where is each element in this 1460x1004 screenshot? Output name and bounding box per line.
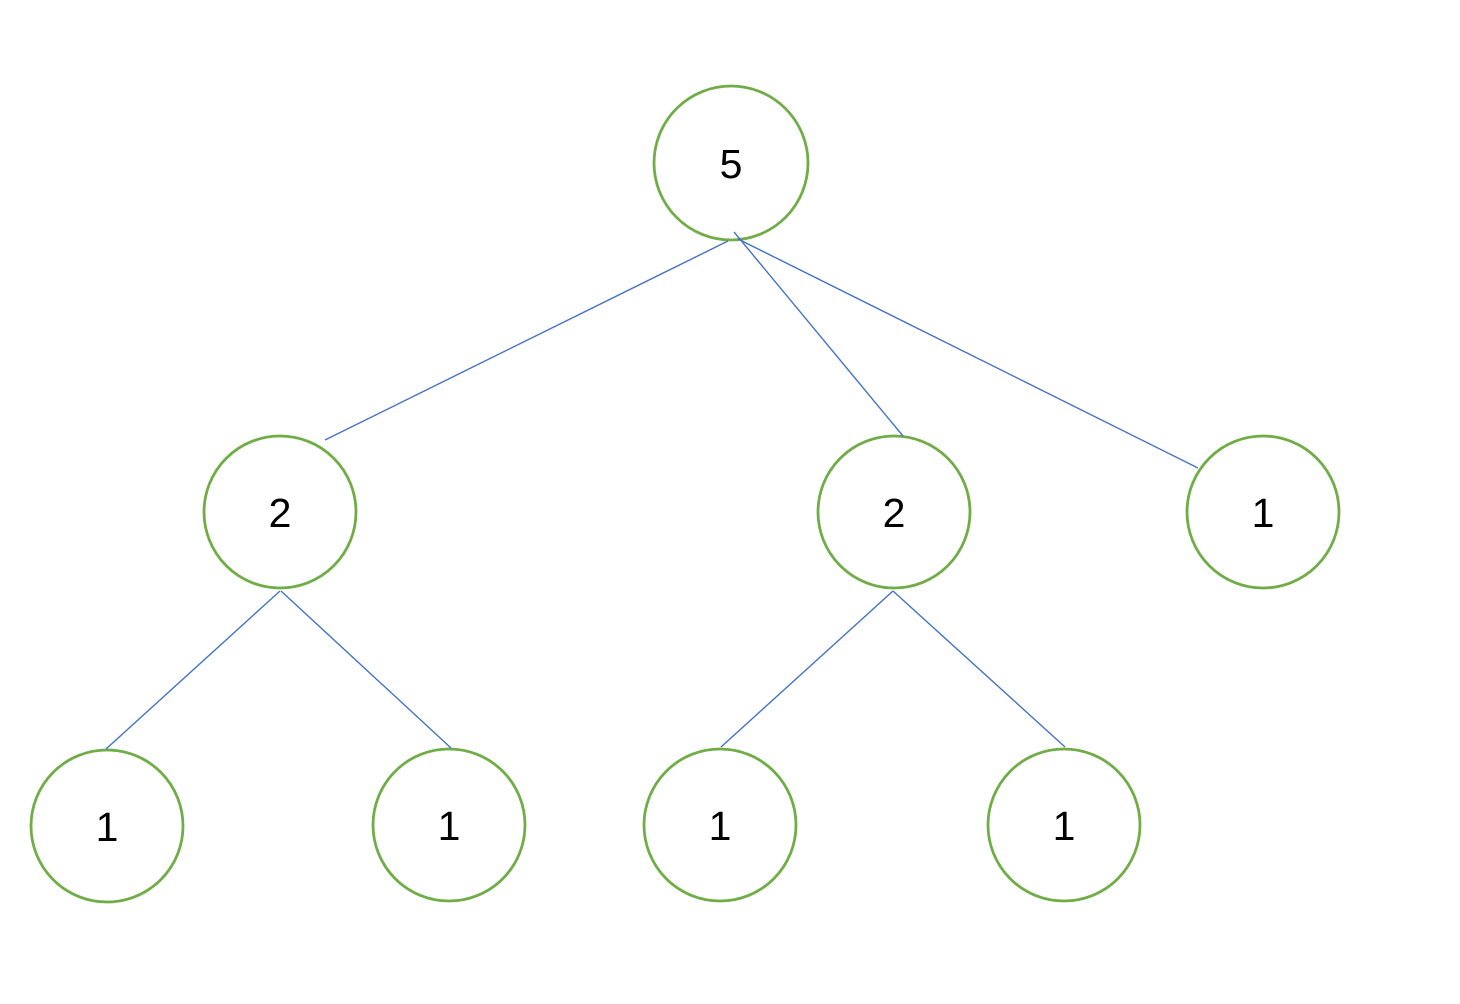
tree-node-label-leaf-1: 1: [96, 804, 119, 850]
tree-edge-root-to-child-2-right: [733, 231, 904, 437]
tree-node-label-child-2-right: 2: [883, 490, 906, 536]
tree-edge-root-to-child-2-left: [324, 240, 729, 441]
tree-node-circle-leaf-4: [986, 747, 1142, 903]
tree-edge-child-2-right-to-leaf-3: [720, 590, 894, 748]
tree-edge-root-to-child-1: [737, 238, 1199, 469]
tree-node-label-leaf-3: 1: [709, 803, 732, 849]
tree-node-circle-child-2-left: [202, 434, 358, 590]
tree-node-label-child-2-left: 2: [269, 490, 292, 536]
tree-node-label-child-1: 1: [1252, 490, 1275, 536]
tree-edge-child-2-left-to-leaf-1: [105, 590, 281, 750]
tree-node-circle-leaf-1: [29, 748, 185, 904]
tree-node-label-leaf-4: 1: [1053, 803, 1076, 849]
tree-edge-child-2-right-to-leaf-4: [892, 590, 1066, 748]
tree-node-circle-child-2-right: [816, 434, 972, 590]
tree-node-circle-child-1: [1185, 434, 1341, 590]
tree-edge-child-2-left-to-leaf-2: [280, 590, 452, 749]
tree-node-circle-leaf-3: [642, 747, 798, 903]
tree-node-label-root: 5: [720, 141, 743, 187]
tree-node-circle-root: [652, 84, 810, 242]
tree-node-circle-leaf-2: [371, 747, 527, 903]
tree-node-label-leaf-2: 1: [438, 803, 461, 849]
